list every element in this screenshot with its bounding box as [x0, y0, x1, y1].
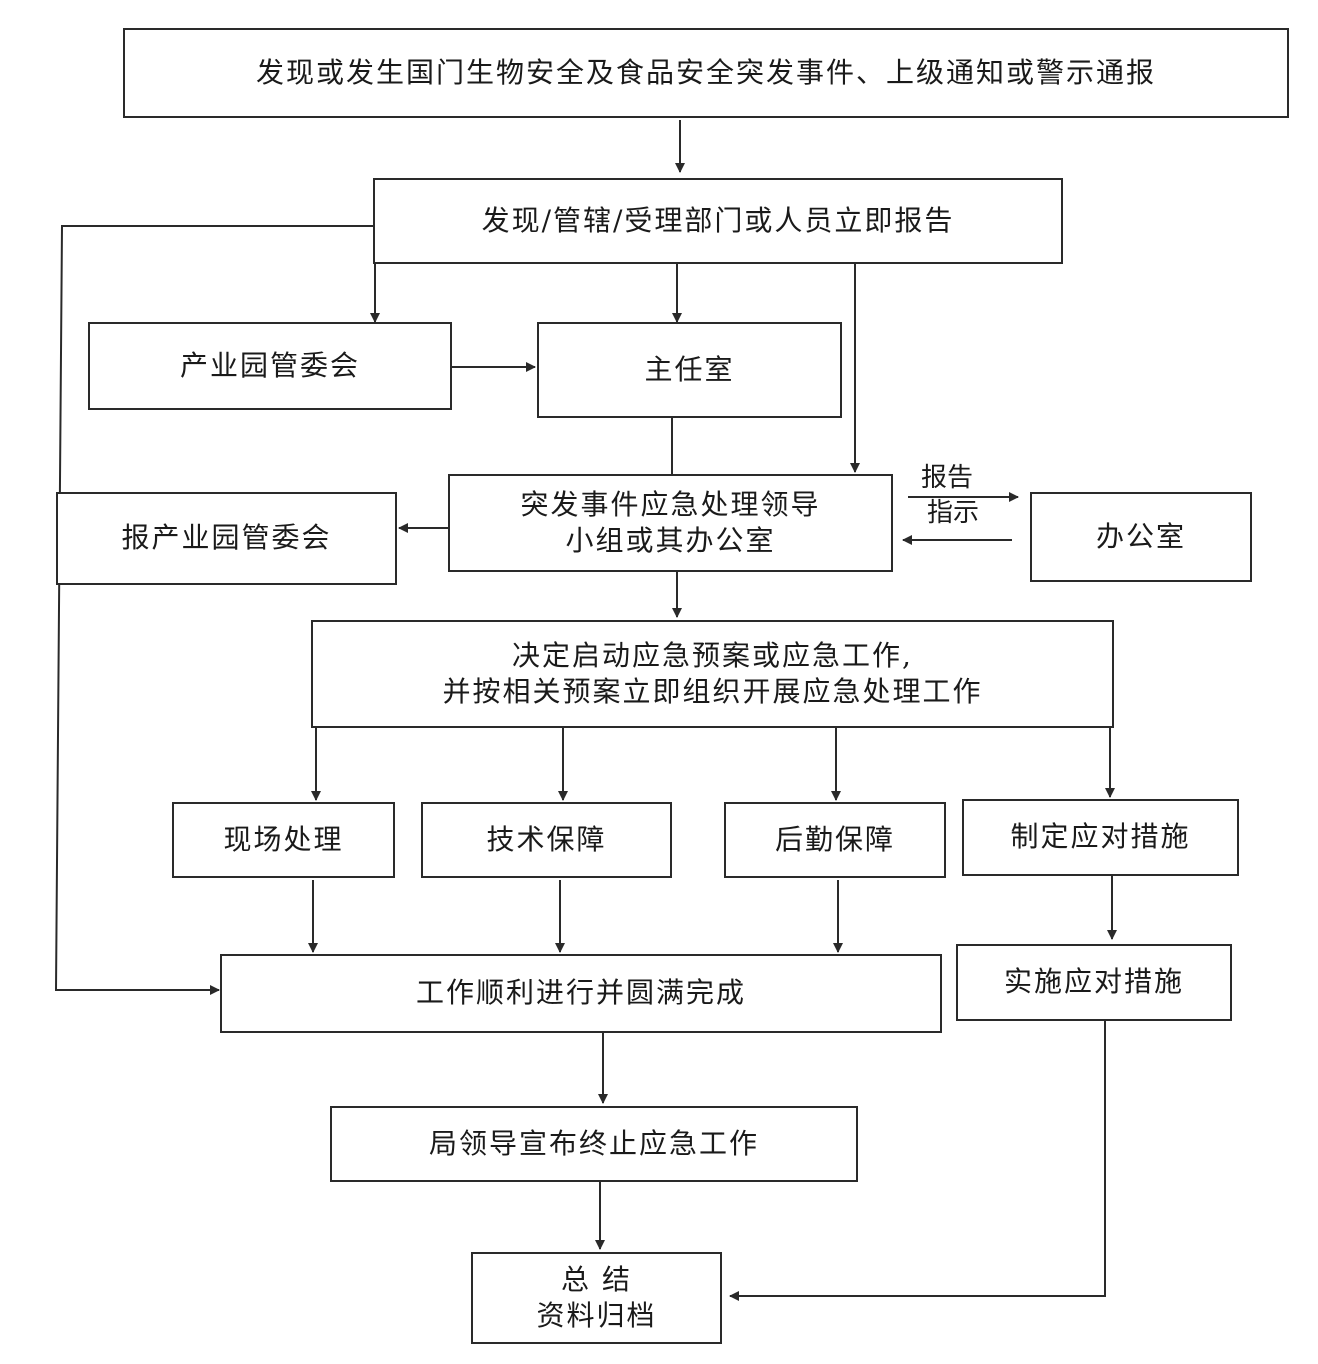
node-start-plan-line-1: 决定启动应急预案或应急工作, [512, 638, 913, 672]
node-report-immediately-label: 发现/管辖/受理部门或人员立即报告 [481, 203, 955, 237]
node-leading-group-line-1: 突发事件应急处理领导 [520, 487, 821, 521]
node-trigger-event: 发现或发生国门生物安全及食品安全突发事件、上级通知或警示通报 [123, 28, 1289, 118]
edge-implement-to-summary [729, 1021, 1106, 1301]
node-onsite-handling-label: 现场处理 [223, 822, 344, 856]
node-onsite-handling: 现场处理 [172, 802, 395, 878]
node-director-office-label: 主任室 [644, 352, 735, 386]
node-technical-support-label: 技术保障 [486, 822, 607, 856]
node-technical-support: 技术保障 [421, 802, 672, 878]
node-work-completed: 工作顺利进行并圆满完成 [220, 954, 942, 1033]
node-start-plan: 决定启动应急预案或应急工作, 并按相关预案立即组织开展应急处理工作 [311, 620, 1114, 728]
node-leading-group-line-2: 小组或其办公室 [565, 524, 776, 557]
edge-label-report: 报告 [921, 463, 974, 493]
edge-report-bypass-to-completion [54, 225, 373, 995]
edge-label-instruct: 指示 [927, 498, 980, 528]
node-work-completed-label: 工作顺利进行并圆满完成 [415, 976, 746, 1010]
node-summary-archive-line-2: 资料归档 [536, 1299, 657, 1332]
node-office: 办公室 [1030, 492, 1252, 582]
node-trigger-event-label: 发现或发生国门生物安全及食品安全突发事件、上级通知或警示通报 [255, 55, 1156, 89]
node-report-immediately: 发现/管辖/受理部门或人员立即报告 [373, 178, 1063, 264]
node-formulate-measures-label: 制定应对措施 [1010, 820, 1191, 854]
node-leading-group: 突发事件应急处理领导 小组或其办公室 [448, 474, 893, 572]
node-implement-measures-label: 实施应对措施 [1003, 965, 1184, 999]
node-park-committee: 产业园管委会 [88, 322, 452, 410]
node-director-office: 主任室 [537, 322, 842, 418]
node-logistics-support-label: 后勤保障 [774, 822, 895, 856]
node-summary-archive: 总 结 资料归档 [471, 1252, 722, 1344]
node-formulate-measures: 制定应对措施 [962, 799, 1239, 876]
node-terminate-emergency: 局领导宣布终止应急工作 [330, 1106, 858, 1182]
node-office-label: 办公室 [1095, 519, 1186, 553]
node-terminate-emergency-label: 局领导宣布终止应急工作 [428, 1126, 759, 1160]
node-implement-measures: 实施应对措施 [956, 944, 1232, 1021]
node-logistics-support: 后勤保障 [724, 802, 946, 878]
node-report-park-committee-label: 报产业园管委会 [121, 521, 332, 555]
node-report-park-committee: 报产业园管委会 [56, 492, 397, 585]
node-start-plan-line-2: 并按相关预案立即组织开展应急处理工作 [442, 675, 983, 708]
node-park-committee-label: 产业园管委会 [179, 348, 360, 382]
node-summary-archive-line-1: 总 结 [561, 1262, 632, 1296]
